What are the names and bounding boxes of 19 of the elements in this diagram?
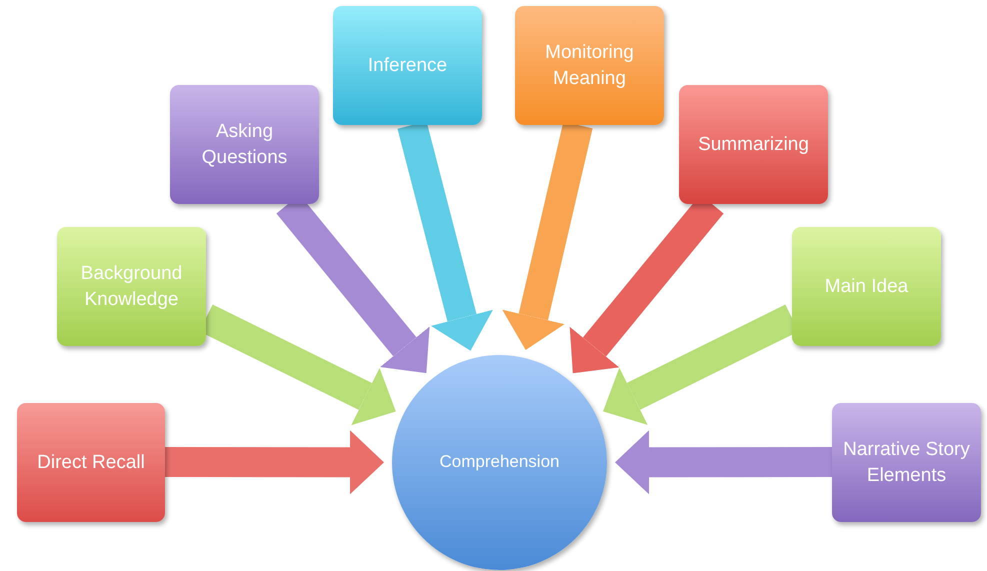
node-label: Main Idea: [824, 274, 908, 299]
node-label: Asking Questions: [200, 120, 288, 170]
concept-box: [17, 403, 165, 522]
concept-box: [792, 227, 941, 346]
node-label: Direct Recall: [37, 450, 145, 475]
arrow: [164, 430, 384, 494]
node-label: Comprehension: [439, 451, 560, 474]
node-label: Inference: [368, 54, 448, 78]
concept-box: [679, 85, 828, 204]
node-label: Monitoring Meaning: [544, 40, 635, 90]
concept-box: [333, 6, 482, 125]
node-label: Summarizing: [698, 132, 809, 157]
arrow: [615, 430, 832, 494]
concept-box: [170, 85, 319, 204]
concept-box: [832, 403, 981, 522]
node-label: Narrative Story Elements: [842, 438, 971, 488]
node-label: Background Knowledge: [80, 262, 184, 312]
concept-box: [57, 227, 206, 346]
concept-box: [515, 6, 664, 125]
